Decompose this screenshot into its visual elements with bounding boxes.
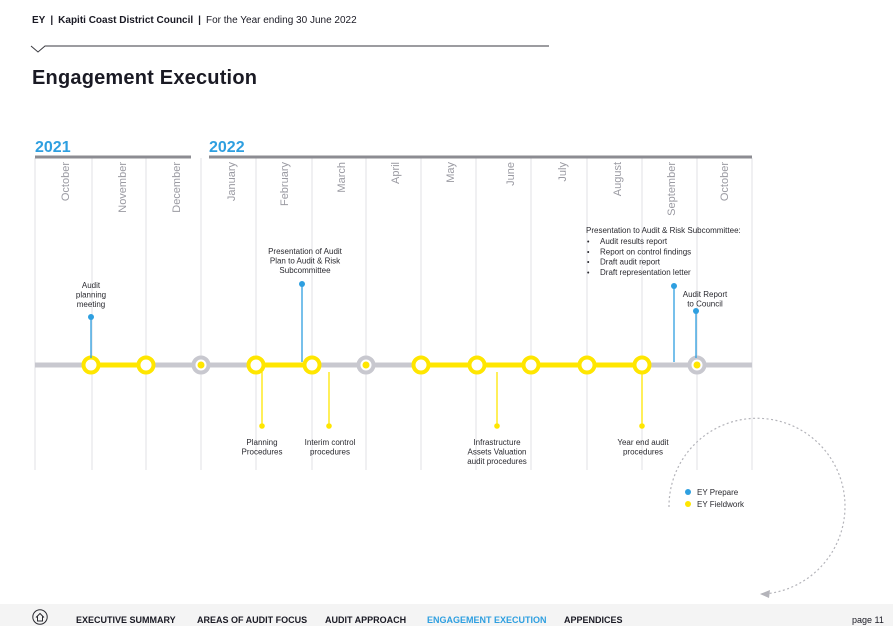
header-separator: | (50, 15, 54, 26)
timeline-node (577, 355, 597, 375)
prepare-pin-dot (88, 314, 94, 320)
legend-label: EY Fieldwork (697, 500, 745, 509)
month-label: November (117, 162, 129, 213)
header-council: Kapiti Coast District Council (58, 15, 194, 26)
fieldwork-pin-dot (494, 423, 500, 429)
bullet-marker: • (587, 270, 590, 277)
fieldwork-event-label: Interim control (305, 438, 356, 447)
month-label: April (390, 162, 402, 184)
nav-appendices[interactable]: APPENDICES (564, 615, 623, 625)
fieldwork-event-label: Planning (246, 438, 277, 447)
fieldwork-event-label: Procedures (242, 448, 283, 457)
bullet-marker: • (587, 249, 590, 256)
prepare-event-label: Subcommittee (279, 266, 331, 275)
timeline-node (467, 355, 487, 375)
month-label: May (445, 162, 457, 183)
fieldwork-pin-dot (326, 423, 332, 429)
header-separator: | (198, 15, 201, 26)
bullet-marker: • (587, 260, 590, 267)
prepare-event-label: to Council (687, 300, 723, 309)
fieldwork-event-label: Infrastructure (473, 438, 521, 447)
prepare-pin-dot (671, 283, 677, 289)
page-title: Engagement Execution (32, 67, 258, 89)
month-label: January (226, 162, 238, 202)
timeline-node (136, 355, 156, 375)
prepare-pin-dot (299, 281, 305, 287)
home-icon[interactable] (31, 609, 49, 625)
timeline-node (411, 355, 431, 375)
prepare-event-label: meeting (77, 300, 105, 309)
prepare-pin-dot (693, 308, 699, 314)
year-label: 2022 (209, 139, 245, 156)
fieldwork-pin-dot (639, 423, 645, 429)
fieldwork-event-label: procedures (623, 448, 663, 457)
timeline-node (246, 355, 266, 375)
header-brand: EY (32, 15, 46, 26)
timeline-node (302, 355, 322, 375)
header-period: For the Year ending 30 June 2022 (205, 15, 357, 26)
month-label: October (719, 162, 731, 201)
timeline-node (632, 355, 652, 375)
month-label: December (171, 162, 183, 213)
timeline-node-dot (362, 361, 370, 369)
prepare-event-label: Presentation of Audit (268, 247, 343, 256)
month-label: July (557, 162, 569, 182)
timeline-node-dot (693, 361, 701, 369)
timeline-node (81, 355, 101, 375)
month-label: September (666, 162, 678, 216)
prepare-event-label: Audit (82, 281, 101, 290)
prepare-event-bullet: Draft audit report (600, 258, 661, 267)
nav-engagement-execution[interactable]: ENGAGEMENT EXECUTION (427, 615, 547, 625)
prepare-event-label: Plan to Audit & Risk (270, 257, 341, 266)
page-number: page 11 (852, 615, 884, 625)
prepare-event-bullet: Report on control findings (600, 247, 691, 256)
fieldwork-event-label: procedures (310, 448, 350, 457)
month-label: August (612, 162, 624, 196)
month-label: March (336, 162, 348, 193)
fieldwork-event-label: Year end audit (617, 438, 669, 447)
prepare-event-label: planning (76, 291, 106, 300)
legend-swatch (685, 489, 691, 495)
prepare-event-label: Audit Report (683, 290, 728, 299)
fieldwork-event-label: Assets Valuation (468, 448, 527, 457)
timeline-node (521, 355, 541, 375)
timeline-node-dot (197, 361, 205, 369)
year-label: 2021 (35, 139, 71, 156)
prepare-event-heading: Presentation to Audit & Risk Subcommitte… (586, 226, 741, 235)
fieldwork-event-label: audit procedures (467, 457, 527, 466)
footer-nav-bar: EXECUTIVE SUMMARY AREAS OF AUDIT FOCUS A… (0, 604, 893, 626)
legend-swatch (685, 501, 691, 507)
prepare-event-bullet: Audit results report (600, 237, 668, 246)
month-label: February (279, 162, 291, 207)
nav-audit-approach[interactable]: AUDIT APPROACH (325, 615, 407, 625)
prepare-event-bullet: Draft representation letter (600, 268, 691, 277)
nav-areas-of-audit-focus[interactable]: AREAS OF AUDIT FOCUS (197, 615, 308, 625)
cycle-arrow-curve (668, 417, 846, 595)
bullet-marker: • (587, 239, 590, 246)
header-bar: EY | Kapiti Coast District Council | For the… (32, 15, 357, 26)
legend-label: EY Prepare (697, 488, 739, 497)
header-rule (30, 45, 549, 53)
fieldwork-pin-dot (259, 423, 265, 429)
nav-executive-summary[interactable]: EXECUTIVE SUMMARY (76, 615, 176, 625)
month-label: October (60, 162, 72, 201)
month-label: June (505, 162, 517, 186)
cycle-arrow-head (760, 590, 770, 598)
